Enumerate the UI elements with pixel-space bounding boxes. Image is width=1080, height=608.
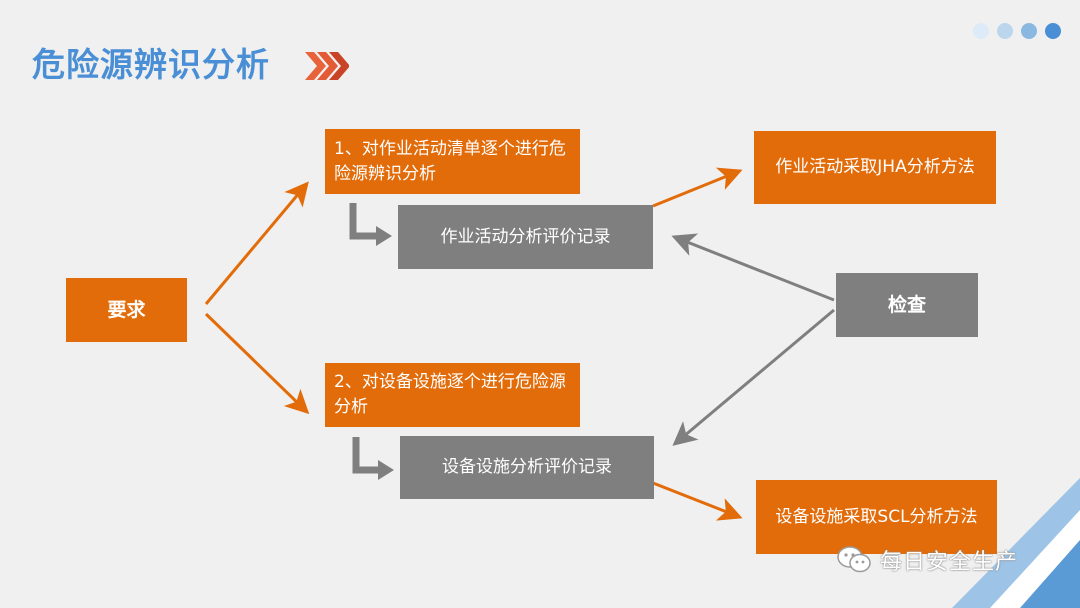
watermark: 每日安全生产 xyxy=(836,544,1018,576)
method2-box: 设备设施采取SCL分析方法 xyxy=(756,480,997,554)
record2-box: 设备设施分析评价记录 xyxy=(400,436,654,499)
watermark-text: 每日安全生产 xyxy=(880,550,1019,575)
arrow-requirement-to-item1 xyxy=(204,181,309,305)
check-box: 检查 xyxy=(836,273,978,337)
arrow-check-to-record2 xyxy=(672,308,835,446)
method1-box: 作业活动采取JHA分析方法 xyxy=(754,131,996,204)
item1-box: 1、对作业活动清单逐个进行危险源辨识分析 xyxy=(325,129,580,194)
elbow-arrow-1 xyxy=(349,203,378,240)
requirement-box: 要求 xyxy=(66,278,187,342)
arrow-record1-to-method1 xyxy=(652,167,743,208)
arrow-check-to-record1 xyxy=(671,233,835,302)
arrow-requirement-to-item2 xyxy=(204,312,310,415)
elbow-arrow-2 xyxy=(352,437,380,474)
progress-dots xyxy=(973,23,1061,39)
wechat-icon xyxy=(837,546,871,573)
arrow-record2-to-method2 xyxy=(652,481,743,521)
chevron-arrows-icon xyxy=(305,52,349,80)
item2-box: 2、对设备设施逐个进行危险源分析 xyxy=(325,363,580,427)
slide-title: 危险源辨识分析 xyxy=(32,45,270,84)
record1-box: 作业活动分析评价记录 xyxy=(398,205,653,269)
